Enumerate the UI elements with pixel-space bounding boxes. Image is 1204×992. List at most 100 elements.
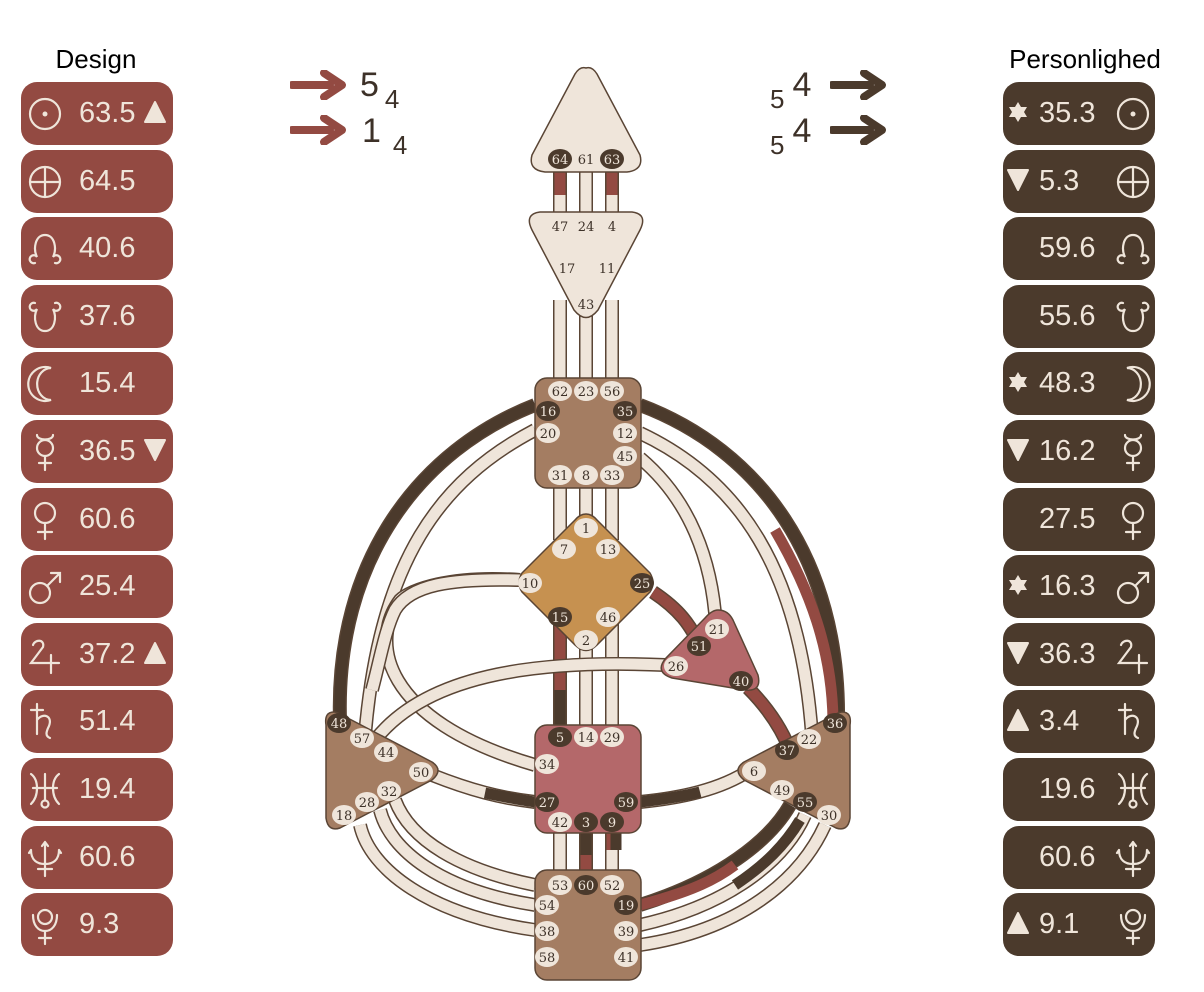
gate-13[interactable]: 13: [596, 539, 620, 559]
personality-row-moon[interactable]: 48.3: [1003, 352, 1155, 416]
svg-text:2: 2: [582, 634, 590, 649]
gate-8[interactable]: 8: [574, 465, 598, 485]
gate-26[interactable]: 26: [664, 656, 688, 676]
gate-61[interactable]: 61: [578, 153, 595, 168]
gate-5[interactable]: 5: [548, 727, 572, 747]
personality-row-mercury[interactable]: 16.2: [1003, 419, 1155, 483]
gate-24[interactable]: 24: [578, 220, 595, 235]
gate-51[interactable]: 51: [687, 636, 711, 656]
gate-58[interactable]: 58: [535, 947, 559, 967]
gate-20[interactable]: 20: [536, 423, 560, 443]
gate-57[interactable]: 57: [350, 728, 374, 748]
gate-12[interactable]: 12: [613, 423, 637, 443]
personality-row-pluto[interactable]: 9.1: [1003, 893, 1155, 957]
design-row-south-node[interactable]: 37.6: [21, 284, 173, 348]
gate-6[interactable]: 6: [742, 761, 766, 781]
gate-37[interactable]: 37: [775, 740, 799, 760]
design-row-sun[interactable]: 63.5: [21, 82, 173, 145]
gate-54[interactable]: 54: [535, 895, 559, 915]
gate-41[interactable]: 41: [614, 947, 638, 967]
personality-row-venus[interactable]: 27.5: [1003, 487, 1155, 551]
design-row-saturn[interactable]: 51.4: [21, 690, 173, 754]
gate-22[interactable]: 22: [797, 729, 821, 749]
gate-10[interactable]: 10: [518, 573, 542, 593]
gate-44[interactable]: 44: [374, 742, 398, 762]
gate-47[interactable]: 47: [552, 220, 569, 235]
svg-text:63: 63: [604, 153, 621, 168]
gate-60[interactable]: 60: [574, 875, 598, 895]
gate-38[interactable]: 38: [535, 921, 559, 941]
design-row-jupiter[interactable]: 37.2: [21, 622, 173, 686]
gate-23[interactable]: 23: [574, 381, 598, 401]
personality-row-earth[interactable]: 5.3: [1003, 149, 1155, 213]
activation-value: 60.6: [79, 840, 136, 873]
personality-row-saturn[interactable]: 3.4: [1003, 690, 1155, 754]
gate-33[interactable]: 33: [600, 465, 624, 485]
design-row-moon[interactable]: 15.4: [21, 352, 173, 416]
gate-42[interactable]: 42: [548, 812, 572, 832]
pluto-icon: [1119, 909, 1147, 946]
gate-14[interactable]: 14: [574, 727, 598, 747]
gate-43[interactable]: 43: [578, 298, 595, 313]
gate-56[interactable]: 56: [600, 381, 624, 401]
gate-4[interactable]: 4: [608, 220, 616, 235]
gate-63[interactable]: 63: [600, 149, 624, 169]
design-row-mars[interactable]: 25.4: [21, 555, 173, 619]
gate-7[interactable]: 7: [552, 539, 576, 559]
gate-52[interactable]: 52: [600, 875, 624, 895]
design-row-pluto[interactable]: 9.3: [21, 893, 173, 957]
gate-50[interactable]: 50: [409, 762, 433, 782]
gate-45[interactable]: 45: [613, 446, 637, 466]
gate-32[interactable]: 32: [377, 781, 401, 801]
gate-2[interactable]: 2: [574, 630, 598, 650]
personality-row-neptune[interactable]: 60.6: [1003, 825, 1155, 889]
personality-row-north-node[interactable]: 59.6: [1003, 217, 1155, 281]
svg-text:33: 33: [604, 469, 621, 484]
gate-30[interactable]: 30: [817, 805, 841, 825]
gate-36[interactable]: 36: [823, 713, 847, 733]
gate-46[interactable]: 46: [596, 607, 620, 627]
gate-48[interactable]: 48: [327, 713, 351, 733]
design-row-neptune[interactable]: 60.6: [21, 825, 173, 889]
gate-28[interactable]: 28: [355, 792, 379, 812]
gate-39[interactable]: 39: [614, 921, 638, 941]
gate-11[interactable]: 11: [599, 262, 616, 277]
gate-49[interactable]: 49: [770, 780, 794, 800]
channel-45-21: [636, 453, 722, 626]
triangle-up-icon: [144, 641, 166, 664]
gate-27[interactable]: 27: [535, 792, 559, 812]
personality-row-sun[interactable]: 35.3: [1003, 82, 1155, 145]
gate-34[interactable]: 34: [535, 754, 559, 774]
gate-29[interactable]: 29: [600, 727, 624, 747]
gate-53[interactable]: 53: [548, 875, 572, 895]
gate-64[interactable]: 64: [548, 149, 572, 169]
gate-16[interactable]: 16: [536, 401, 560, 421]
gate-15[interactable]: 15: [548, 607, 572, 627]
personality-row-uranus[interactable]: 19.6: [1003, 757, 1155, 821]
design-row-mercury[interactable]: 36.5: [21, 419, 173, 483]
gate-35[interactable]: 35: [613, 401, 637, 421]
design-row-venus[interactable]: 60.6: [21, 487, 173, 551]
gate-21[interactable]: 21: [705, 619, 729, 639]
personality-row-south-node[interactable]: 55.6: [1003, 284, 1155, 348]
activation-value: 60.6: [1039, 840, 1096, 873]
design-row-uranus[interactable]: 19.4: [21, 757, 173, 821]
gate-9[interactable]: 9: [600, 812, 624, 832]
personality-row-jupiter[interactable]: 36.3: [1003, 622, 1155, 686]
gate-59[interactable]: 59: [614, 792, 638, 812]
gate-3[interactable]: 3: [574, 812, 598, 832]
gate-25[interactable]: 25: [630, 573, 654, 593]
gate-40[interactable]: 40: [729, 671, 753, 691]
star-icon: [1009, 102, 1027, 122]
gate-17[interactable]: 17: [559, 262, 576, 277]
gate-19[interactable]: 19: [614, 895, 638, 915]
south-node-icon: [28, 301, 62, 332]
design-row-north-node[interactable]: 40.6: [21, 217, 173, 281]
gate-31[interactable]: 31: [548, 465, 572, 485]
personality-row-mars[interactable]: 16.3: [1003, 555, 1155, 619]
gate-55[interactable]: 55: [793, 792, 817, 812]
gate-1[interactable]: 1: [574, 518, 598, 538]
gate-18[interactable]: 18: [332, 805, 356, 825]
design-row-earth[interactable]: 64.5: [21, 149, 173, 213]
gate-62[interactable]: 62: [548, 381, 572, 401]
